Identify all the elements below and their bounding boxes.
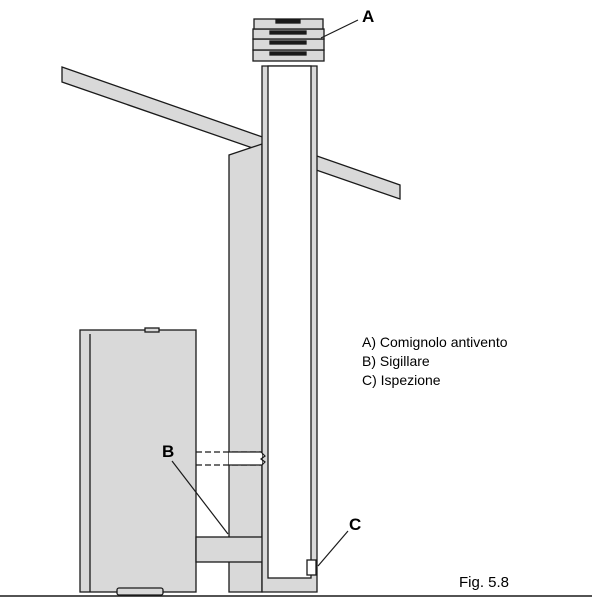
stove-body (79, 329, 197, 593)
legend-item-a: A) Comignolo antivento (362, 334, 508, 350)
leader-c (317, 530, 349, 567)
callout-a: A (362, 7, 374, 26)
legend-item-b: B) Sigillare (362, 353, 430, 369)
cap-slot-1 (275, 19, 301, 24)
stove-top-vent (144, 327, 160, 333)
flue-connector (195, 536, 264, 563)
inspection-cap (306, 559, 317, 576)
callout-b: B (162, 442, 174, 461)
callout-c: C (349, 515, 361, 534)
legend: A) Comignolo antivento B) Sigillare C) I… (362, 333, 508, 390)
stove-base-feet (116, 587, 164, 596)
wall-penetration (196, 451, 266, 466)
cap-layer-1 (253, 18, 324, 30)
figure-caption: Fig. 5.8 (459, 574, 510, 591)
cap-slot-4 (269, 51, 307, 56)
masonry-chimney (228, 143, 263, 593)
cap-slot-2 (269, 30, 307, 35)
legend-item-c: C) Ispezione (362, 372, 441, 388)
leader-b (171, 460, 229, 535)
flue-pipe-inner (267, 65, 312, 579)
leader-a (320, 19, 359, 39)
cap-slot-3 (269, 40, 307, 45)
